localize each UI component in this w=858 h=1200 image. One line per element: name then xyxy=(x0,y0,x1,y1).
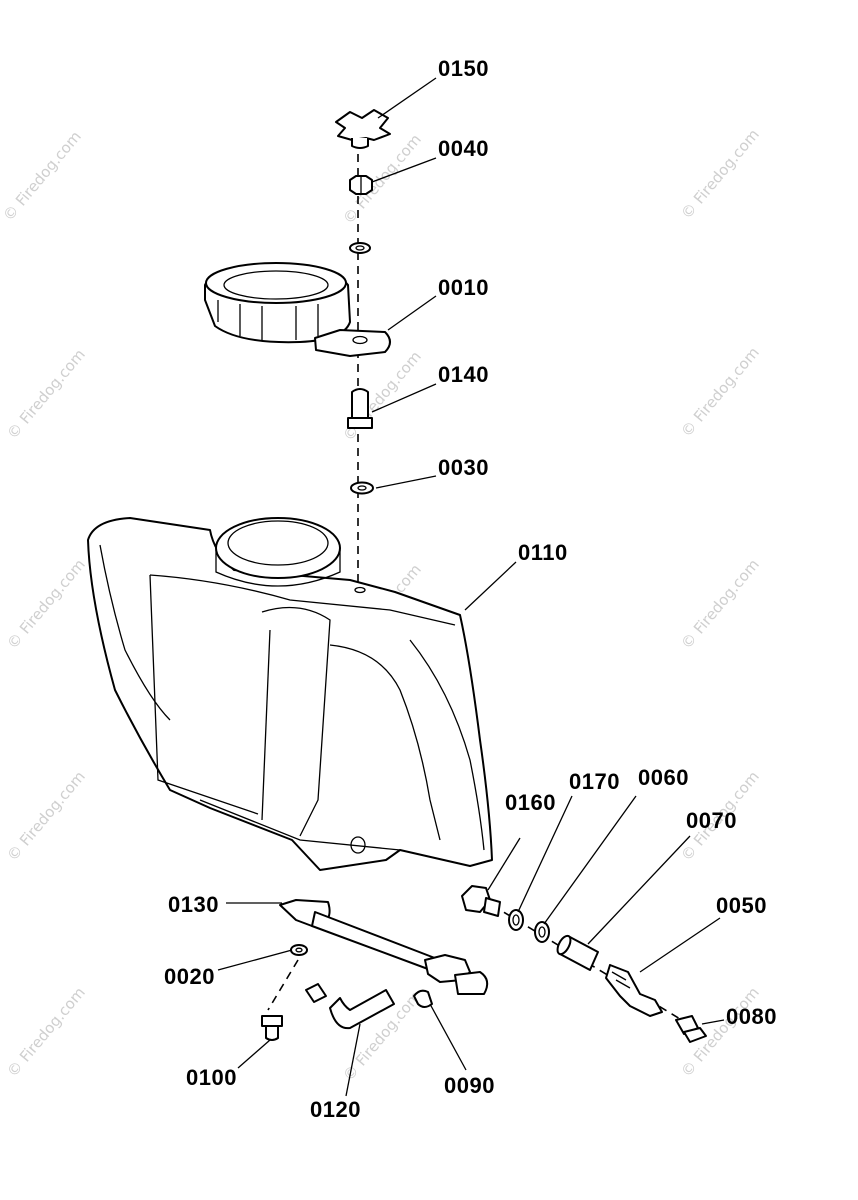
callout-0100: 0100 xyxy=(186,1065,237,1090)
callout-0060: 0060 xyxy=(638,765,689,790)
callout-0090: 0090 xyxy=(444,1073,495,1098)
part-washer-0020 xyxy=(290,944,308,956)
callout-0120: 0120 xyxy=(310,1097,361,1122)
callout-0010: 0010 xyxy=(438,275,489,300)
watermark-4: © Firedog.com xyxy=(3,346,88,443)
callout-0050: 0050 xyxy=(716,893,767,918)
watermark-7: © Firedog.com xyxy=(3,556,88,653)
callout-0080: 0080 xyxy=(726,1004,777,1029)
callout-0020: 0020 xyxy=(164,964,215,989)
watermark-10: © Firedog.com xyxy=(3,768,88,865)
part-washer-0030 xyxy=(350,481,374,495)
watermark-3: © Firedog.com xyxy=(677,126,762,223)
callout-0170: 0170 xyxy=(569,769,620,794)
watermark-9: © Firedog.com xyxy=(677,556,762,653)
part-tank-0110 xyxy=(87,517,493,871)
part-clamp-0090 xyxy=(413,989,433,1008)
part-bracket-0130 xyxy=(279,899,489,995)
watermark-6: © Firedog.com xyxy=(677,344,762,441)
part-oring-0170 xyxy=(508,909,524,931)
part-sleeve-0070 xyxy=(556,934,599,971)
callout-0150: 0150 xyxy=(438,56,489,81)
watermark-1: © Firedog.com xyxy=(0,128,85,225)
part-oring-0060 xyxy=(534,921,550,943)
leader-lines xyxy=(217,77,725,1097)
part-screw-0080 xyxy=(675,1015,707,1043)
part-bolt-0140 xyxy=(347,388,373,429)
callout-0040: 0040 xyxy=(438,136,489,161)
watermark-13: © Firedog.com xyxy=(3,984,88,1081)
part-knob-0150 xyxy=(335,109,391,149)
callout-0160: 0160 xyxy=(505,790,556,815)
callout-0070: 0070 xyxy=(686,808,737,833)
callout-0110: 0110 xyxy=(518,540,568,565)
part-washer-upper xyxy=(349,242,371,254)
callout-0130: 0130 xyxy=(168,892,219,917)
callout-0140: 0140 xyxy=(438,362,489,387)
part-hose-0120 xyxy=(305,983,395,1030)
part-cap-bracket-0010 xyxy=(204,262,391,357)
part-valve-0050 xyxy=(605,964,663,1017)
part-fitting-0160 xyxy=(461,885,501,917)
callout-0030: 0030 xyxy=(438,455,489,480)
part-bolt-0100 xyxy=(261,1015,283,1041)
callout-labels: 0150 0040 0010 0140 0030 0110 0160 0170 … xyxy=(164,56,777,1122)
part-nut-0040 xyxy=(349,175,373,195)
assembly-axis-lower xyxy=(267,959,299,1011)
